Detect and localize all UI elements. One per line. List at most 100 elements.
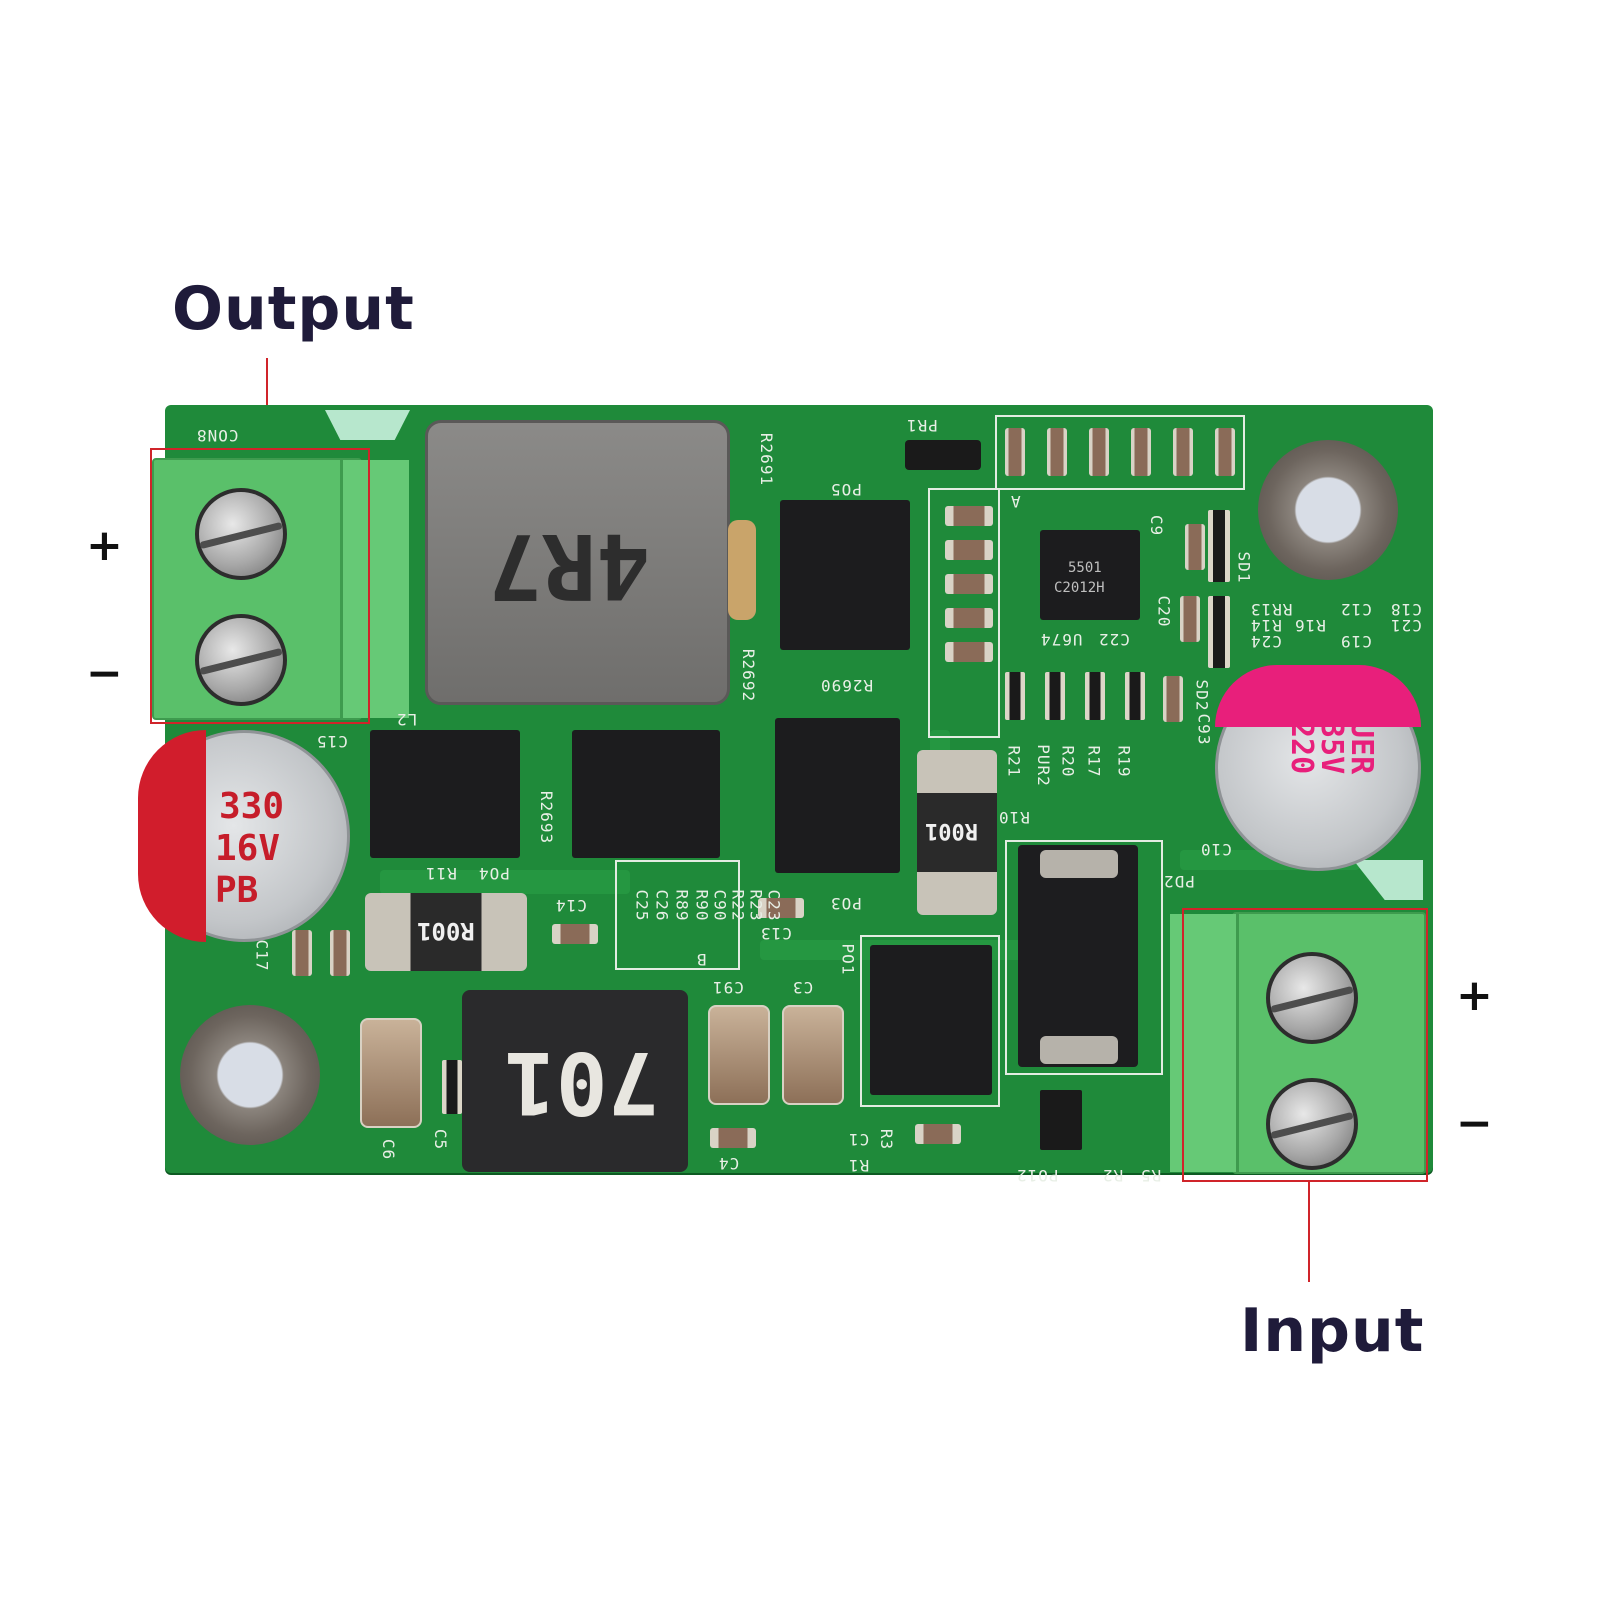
silk-r23: R23 bbox=[746, 889, 766, 922]
silk-r21: R21 bbox=[1004, 745, 1024, 778]
capacitor-c9 bbox=[1185, 524, 1205, 570]
silk-c9: C9 bbox=[1147, 514, 1167, 537]
inductor-l1: 701 bbox=[462, 990, 688, 1172]
copper-trace bbox=[380, 870, 630, 894]
capacitor-c17 bbox=[292, 930, 312, 976]
silk-pr1: PR1 bbox=[906, 416, 938, 435]
silk-c1: C1 bbox=[848, 1130, 870, 1149]
silk-c13: C13 bbox=[760, 924, 792, 943]
silk-c26: C26 bbox=[652, 889, 672, 922]
output-terminal-side bbox=[340, 460, 409, 718]
capacitor-c91 bbox=[708, 1005, 770, 1105]
input-minus-screw[interactable] bbox=[1266, 1078, 1358, 1170]
silk-outline bbox=[995, 415, 1245, 490]
silk-c22: C22 bbox=[1098, 630, 1130, 649]
output-terminal-highlight bbox=[150, 448, 370, 724]
silk-r11: R11 bbox=[425, 864, 457, 883]
silk-r20: R20 bbox=[1058, 745, 1078, 778]
resistor-row-top bbox=[1005, 428, 1235, 480]
silk-c5: C5 bbox=[431, 1128, 451, 1151]
silk-c93: C93 bbox=[1194, 713, 1214, 746]
silk-c12: C12 bbox=[1340, 600, 1372, 619]
silk-po1: PO1 bbox=[838, 943, 858, 976]
silk-c15: C15 bbox=[316, 732, 348, 751]
capacitor-c93 bbox=[1163, 676, 1183, 722]
diode-pd2-pad bbox=[1040, 850, 1118, 878]
silk-r2690: R2690 bbox=[820, 676, 874, 695]
silk-po12: PO12 bbox=[1016, 1166, 1059, 1185]
resistor-column-left bbox=[945, 500, 993, 730]
silk-u674: U674 bbox=[1040, 630, 1083, 649]
inductor-l2: 4R7 bbox=[425, 420, 730, 705]
silk-c21: C21 bbox=[1390, 616, 1422, 635]
silk-c90: C90 bbox=[710, 889, 730, 922]
capacitor-c1 bbox=[915, 1124, 961, 1144]
controller-ic-line1: 5501 bbox=[1068, 560, 1102, 576]
cap-c10-line2: 35V bbox=[1314, 720, 1349, 775]
silk-po4: PO4 bbox=[478, 864, 510, 883]
output-plus-screw[interactable] bbox=[195, 488, 287, 580]
silk-r10: R10 bbox=[998, 808, 1030, 827]
silk-pd2: PD2 bbox=[1163, 872, 1195, 891]
output-leader-line bbox=[266, 358, 268, 450]
cap-c15-line3: PB bbox=[215, 870, 259, 911]
input-label: Input bbox=[1240, 1296, 1425, 1366]
output-minus-screw[interactable] bbox=[195, 614, 287, 706]
silk-c23: C23 bbox=[764, 889, 784, 922]
electrolytic-capacitor-c15: 330 16V PB bbox=[138, 730, 350, 942]
mounting-hole-top-right bbox=[1258, 440, 1398, 580]
cap-c10-text-group: UER 35V 220 bbox=[1266, 720, 1379, 870]
electrolytic-capacitor-c10: UER 35V 220 bbox=[1215, 665, 1421, 871]
silk-sd2: SD2 bbox=[1192, 679, 1212, 712]
mosfet-po3 bbox=[775, 718, 900, 873]
silk-r2: R2 bbox=[1102, 1166, 1124, 1185]
silk-r17: R17 bbox=[1084, 745, 1104, 778]
resistor-pr1 bbox=[905, 440, 981, 470]
mounting-hole-bottom-left bbox=[180, 1005, 320, 1145]
inductor-l2-marking: 4R7 bbox=[488, 513, 651, 618]
diode-sd1 bbox=[1208, 510, 1230, 582]
capacitor-c14 bbox=[552, 924, 598, 944]
mosfet-r11 bbox=[572, 730, 720, 858]
input-minus-sign: − bbox=[1456, 1098, 1493, 1149]
diode-pd2 bbox=[1018, 845, 1138, 1067]
silk-c17: C17 bbox=[252, 939, 272, 972]
resistor-c5 bbox=[442, 1060, 462, 1114]
silk-c20: C20 bbox=[1154, 595, 1174, 628]
silk-outline bbox=[615, 860, 740, 970]
output-label: Output bbox=[172, 274, 415, 344]
output-plus-sign: + bbox=[86, 520, 123, 571]
input-plus-screw[interactable] bbox=[1266, 952, 1358, 1044]
silk-r90: R90 bbox=[692, 889, 712, 922]
silk-r22: R22 bbox=[728, 889, 748, 922]
silk-r3: R3 bbox=[877, 1128, 897, 1151]
silk-pur2: PUR2 bbox=[1033, 744, 1053, 787]
silk-r1: R1 bbox=[848, 1156, 870, 1175]
shunt-resistor-2: R001 bbox=[917, 750, 997, 915]
silk-l2: L2 bbox=[396, 710, 418, 729]
output-minus-sign: − bbox=[86, 648, 123, 699]
silk-con8: CON8 bbox=[196, 426, 239, 445]
cap-c15-polarity-stripe bbox=[138, 730, 206, 942]
silk-outline bbox=[928, 488, 1000, 738]
silk-sd1: SD1 bbox=[1234, 551, 1254, 584]
silk-r2691: R2691 bbox=[757, 432, 777, 487]
mosfet-po1 bbox=[870, 945, 992, 1095]
silk-a: A bbox=[1010, 492, 1021, 511]
mosfet-po4 bbox=[370, 730, 520, 858]
cap-c10-line1: UER bbox=[1344, 720, 1379, 775]
silk-r19: R19 bbox=[1114, 745, 1134, 778]
diode-sd2 bbox=[1208, 596, 1230, 668]
capacitor-c13 bbox=[758, 898, 804, 918]
input-leader-line bbox=[1308, 1182, 1310, 1282]
silk-c6: C6 bbox=[379, 1138, 399, 1161]
silk-c3: C3 bbox=[792, 978, 814, 997]
silk-c25: C25 bbox=[632, 889, 652, 922]
mosfet-po5 bbox=[780, 500, 910, 650]
cap-c15-line2: 16V bbox=[215, 828, 281, 869]
inductor-l2-lead bbox=[728, 520, 756, 620]
silk-r2693: R2693 bbox=[537, 790, 557, 845]
silk-po5: PO5 bbox=[830, 480, 862, 499]
silk-outline bbox=[1005, 840, 1163, 1075]
inductor-l1-marking: 701 bbox=[504, 1032, 660, 1132]
